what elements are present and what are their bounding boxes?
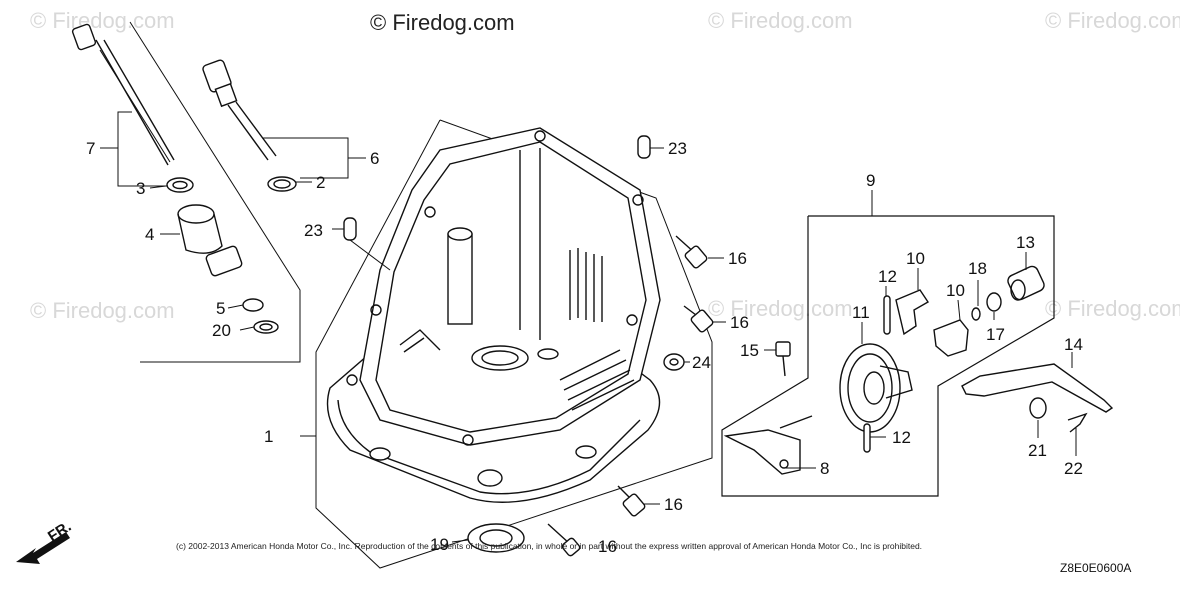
callout-12a: 12 [878, 267, 897, 286]
bolt-15 [775, 341, 791, 357]
callout-9: 9 [866, 171, 875, 190]
governor-weight-10a [895, 289, 929, 336]
governor-group-frame [721, 215, 1055, 497]
spool-13 [1007, 265, 1045, 301]
callout-8: 8 [820, 459, 829, 478]
callout-13: 13 [1016, 233, 1035, 252]
callout-18: 18 [968, 259, 987, 278]
callout-16c: 16 [664, 495, 683, 514]
oring-3 [166, 177, 194, 193]
watermark-top-left: © Firedog.com [30, 8, 175, 33]
callout-16a: 16 [728, 249, 747, 268]
watermark-top-mid: © Firedog.com [708, 8, 853, 33]
arm-shaft-14 [961, 363, 1114, 413]
callout-22: 22 [1064, 459, 1083, 478]
callout-2: 2 [316, 173, 325, 192]
pin-22 [1067, 412, 1088, 433]
governor-arm-8 [723, 415, 813, 475]
governor-gear-11 [839, 343, 913, 433]
bolt-16a [675, 235, 724, 269]
dowel-pin-23b [343, 217, 357, 241]
callout-16b: 16 [730, 313, 749, 332]
watermark-far-right: © Firedog.com [1045, 296, 1180, 321]
callout-1: 1 [264, 427, 273, 446]
callout-10b: 10 [946, 281, 965, 300]
dowel-pin-23a [637, 135, 651, 159]
callout-15: 15 [740, 341, 759, 360]
watermark-main: © Firedog.com [370, 10, 515, 35]
governor-weight-10b [933, 319, 969, 357]
callout-17: 17 [986, 325, 1005, 344]
bracket-6 [262, 137, 349, 179]
left-group-frame [129, 21, 301, 363]
oring-2 [267, 176, 297, 192]
callout-23b: 23 [304, 221, 323, 240]
watermark-mid-right: © Firedog.com [708, 296, 853, 321]
crankcase-cover-1 [326, 127, 661, 503]
bracket-7 [117, 111, 168, 187]
callout-20: 20 [212, 321, 231, 340]
clip-5 [242, 298, 264, 312]
callout-21: 21 [1028, 441, 1047, 460]
dipstick-7 [71, 23, 175, 166]
filler-neck-4 [177, 204, 243, 277]
dipstick-6 [202, 59, 277, 161]
bolt-16b [683, 305, 726, 333]
callout-7: 7 [86, 139, 95, 158]
callout-3: 3 [136, 179, 145, 198]
copyright-notice: (c) 2002-2013 American Honda Motor Co., … [176, 541, 922, 551]
washer-24 [663, 353, 685, 371]
pin-12a [883, 295, 891, 335]
bolt-16c [617, 485, 660, 517]
clip-18 [971, 307, 981, 321]
callout-12b: 12 [892, 428, 911, 447]
callout-19: 19 [430, 535, 449, 554]
bolt-16d [547, 523, 581, 557]
callout-10a: 10 [906, 249, 925, 268]
callout-14: 14 [1064, 335, 1083, 354]
washer-17 [986, 292, 1002, 312]
callout-5: 5 [216, 299, 225, 318]
watermark-top-right: © Firedog.com [1045, 8, 1180, 33]
diagram-code: Z8E0E0600A [1060, 561, 1131, 575]
washer-20 [253, 320, 279, 334]
cover-group-frame [315, 119, 713, 569]
callout-4: 4 [145, 225, 154, 244]
direction-arrow-icon [16, 532, 70, 564]
watermark-mid-left: © Firedog.com [30, 298, 175, 323]
callout-23a: 23 [668, 139, 687, 158]
oil-seal-19 [467, 523, 525, 553]
callout-6: 6 [370, 149, 379, 168]
pin-12b [863, 423, 871, 453]
direction-label: FR. [45, 518, 75, 545]
callout-11: 11 [852, 303, 870, 322]
callout-24: 24 [692, 353, 711, 372]
callout-16d: 16 [598, 537, 617, 556]
washer-21 [1029, 397, 1047, 419]
